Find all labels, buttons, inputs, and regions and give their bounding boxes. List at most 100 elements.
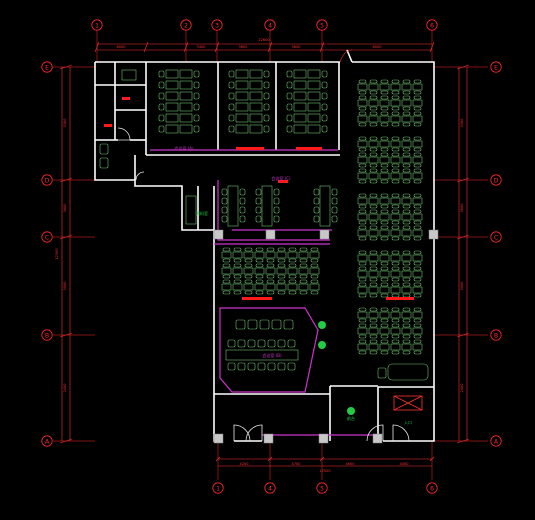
column (213, 229, 224, 240)
desk (390, 115, 401, 123)
chair (369, 193, 378, 198)
desk (379, 213, 390, 221)
dim-total-text: 12300 (55, 248, 59, 259)
chair (222, 247, 231, 252)
desk (307, 69, 321, 79)
chair (257, 339, 266, 348)
chair (193, 81, 200, 89)
chair (193, 92, 200, 100)
desk (379, 311, 390, 319)
chair (358, 122, 367, 127)
desk (179, 113, 193, 123)
chair (369, 323, 378, 328)
desk (249, 113, 263, 123)
desk (179, 69, 193, 79)
chair (380, 204, 389, 209)
chair (391, 307, 400, 312)
desk (287, 267, 298, 275)
chair (413, 106, 422, 111)
chair (288, 263, 297, 268)
room-label-meeting-c: 会议室 (C) (271, 175, 291, 181)
chair (369, 179, 378, 184)
chair (321, 114, 328, 122)
chair (310, 247, 319, 252)
chair (369, 261, 378, 266)
chair (255, 290, 264, 295)
chair (235, 319, 246, 330)
chair (286, 70, 293, 78)
desk (254, 283, 265, 291)
axis-label: 4 (268, 485, 272, 492)
column (213, 433, 224, 444)
axis-bubble (490, 435, 502, 447)
chair (255, 197, 262, 205)
chair (413, 293, 422, 298)
desk (379, 140, 390, 148)
desk (179, 91, 193, 101)
chair (283, 319, 294, 330)
chair (263, 70, 270, 78)
chair (263, 92, 270, 100)
desk (379, 327, 390, 335)
axis-grid-lines (53, 30, 488, 480)
desk (390, 172, 401, 180)
dim-text: 4000 (400, 462, 409, 466)
chair (244, 290, 253, 295)
chair (255, 258, 264, 263)
desk (379, 286, 390, 294)
chair (413, 95, 422, 100)
axis-label: 3 (215, 22, 219, 29)
desk (287, 283, 298, 291)
axis-bubble (41, 231, 53, 243)
dim-text: 3600 (239, 45, 248, 49)
chair (247, 339, 256, 348)
chair (380, 266, 389, 271)
chair (277, 290, 286, 295)
desk (390, 327, 401, 335)
chair (402, 261, 411, 266)
desk (254, 251, 265, 259)
chair (413, 152, 422, 157)
desk (235, 124, 249, 134)
chair (331, 188, 338, 196)
chair (277, 258, 286, 263)
chair (369, 236, 378, 241)
chair (391, 204, 400, 209)
chair (227, 339, 236, 348)
desk (265, 283, 276, 291)
chair (237, 339, 246, 348)
dim-tick (143, 41, 149, 53)
axis-label: B (45, 332, 49, 339)
chair (391, 106, 400, 111)
chair (413, 168, 422, 173)
chair (228, 92, 235, 100)
desk (165, 80, 179, 90)
chair (158, 92, 165, 100)
desk (293, 80, 307, 90)
desk (412, 83, 423, 91)
chair (158, 114, 165, 122)
desk (235, 69, 249, 79)
chair (263, 103, 270, 111)
desk (298, 283, 309, 291)
desk (249, 80, 263, 90)
chair (277, 339, 286, 348)
chair (263, 114, 270, 122)
room-label-bar (236, 147, 264, 150)
chair (313, 197, 320, 205)
axis-bubble (426, 482, 438, 494)
desk (390, 140, 401, 148)
desk (276, 251, 287, 259)
chair (391, 334, 400, 339)
chair (413, 147, 422, 152)
chair (369, 111, 378, 116)
desk (368, 213, 379, 221)
dim-total-text: 22600 (258, 38, 269, 42)
chair (358, 220, 367, 225)
chair (369, 90, 378, 95)
desk (232, 267, 243, 275)
desk (357, 99, 368, 107)
chair (266, 258, 275, 263)
room-label-bar (242, 297, 272, 300)
chair (391, 266, 400, 271)
